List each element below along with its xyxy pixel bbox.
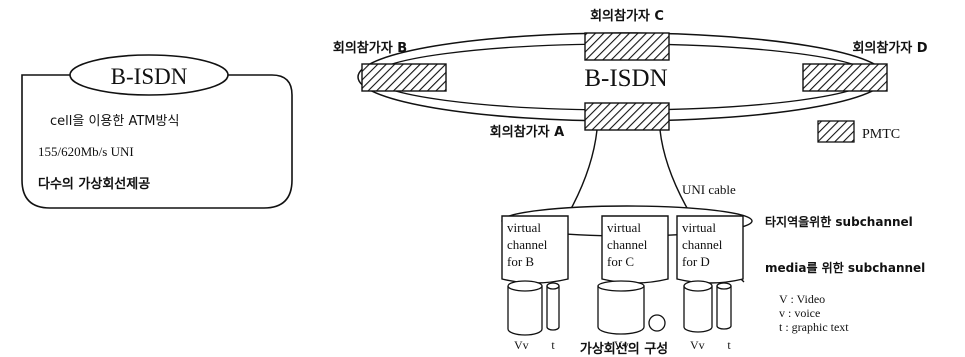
participant-d-label: 회의참가자 D: [852, 40, 927, 56]
vc-d-line2: channel: [682, 237, 723, 252]
pmtc-terminal-d: [803, 64, 887, 91]
info-box-line-atm: cell을 이용한 ATM방식: [50, 114, 179, 129]
diagram-caption: 가상회선의 구성: [580, 341, 668, 357]
vc-c-video-tube: [598, 286, 644, 334]
legend-voice: v : voice: [779, 306, 820, 320]
network-label: B-ISDN: [584, 65, 667, 92]
participant-b-label: 회의참가자 B: [333, 40, 407, 56]
vc-d-text-tube: [717, 286, 731, 329]
vc-b-media-label: Vv: [514, 338, 529, 352]
pmtc-legend-label: PMTC: [862, 127, 900, 142]
vc-c-line2: channel: [607, 237, 648, 252]
virtual-channel-d: virtual channel for D Vv t: [677, 216, 743, 352]
vc-d-media-label: Vv: [690, 338, 705, 352]
participant-a-label: 회의참가자 A: [490, 124, 564, 140]
participant-c-label: 회의참가자 C: [590, 8, 664, 24]
vc-d-text-label: t: [727, 338, 731, 352]
vc-b-line2: channel: [507, 237, 548, 252]
legend-graphic-text: t : graphic text: [779, 320, 849, 334]
info-box-title: B-ISDN: [111, 64, 188, 89]
b-isdn-info-box: B-ISDN cell을 이용한 ATM방식 155/620Mb/s UNI 다…: [22, 55, 292, 208]
vc-b-text-label: t: [551, 338, 555, 352]
virtual-channel-b: virtual channel for B Vv t: [502, 216, 568, 352]
legend-video: V : Video: [779, 292, 825, 306]
virtual-channel-c: virtual channel for C Vv t: [598, 216, 668, 352]
vc-c-text-tube: [649, 315, 665, 331]
vc-c-line1: virtual: [607, 220, 641, 235]
vc-d-line1: virtual: [682, 220, 716, 235]
info-box-line-virtual: 다수의 가상회선제공: [38, 176, 150, 192]
uni-cable-label: UNI cable: [682, 182, 736, 197]
pmtc-legend-swatch: [818, 121, 854, 142]
vc-b-line1: virtual: [507, 220, 541, 235]
vc-b-line3: for B: [507, 254, 534, 269]
subchannel-remote-label: 타지역을위한 subchannel: [765, 214, 913, 229]
pmtc-terminal-b: [362, 64, 446, 91]
vc-d-line3: for D: [682, 254, 710, 269]
pmtc-terminal-a: [585, 103, 669, 130]
vc-b-video-tube: [508, 286, 542, 335]
vc-c-line3: for C: [607, 254, 634, 269]
vc-d-video-tube: [684, 286, 712, 332]
vc-b-text-tube: [547, 286, 559, 330]
info-box-line-uni: 155/620Mb/s UNI: [38, 144, 134, 159]
subchannel-media-label: media를 위한 subchannel: [765, 260, 925, 275]
pmtc-terminal-c: [585, 33, 669, 60]
pmtc-legend: PMTC: [818, 121, 900, 142]
